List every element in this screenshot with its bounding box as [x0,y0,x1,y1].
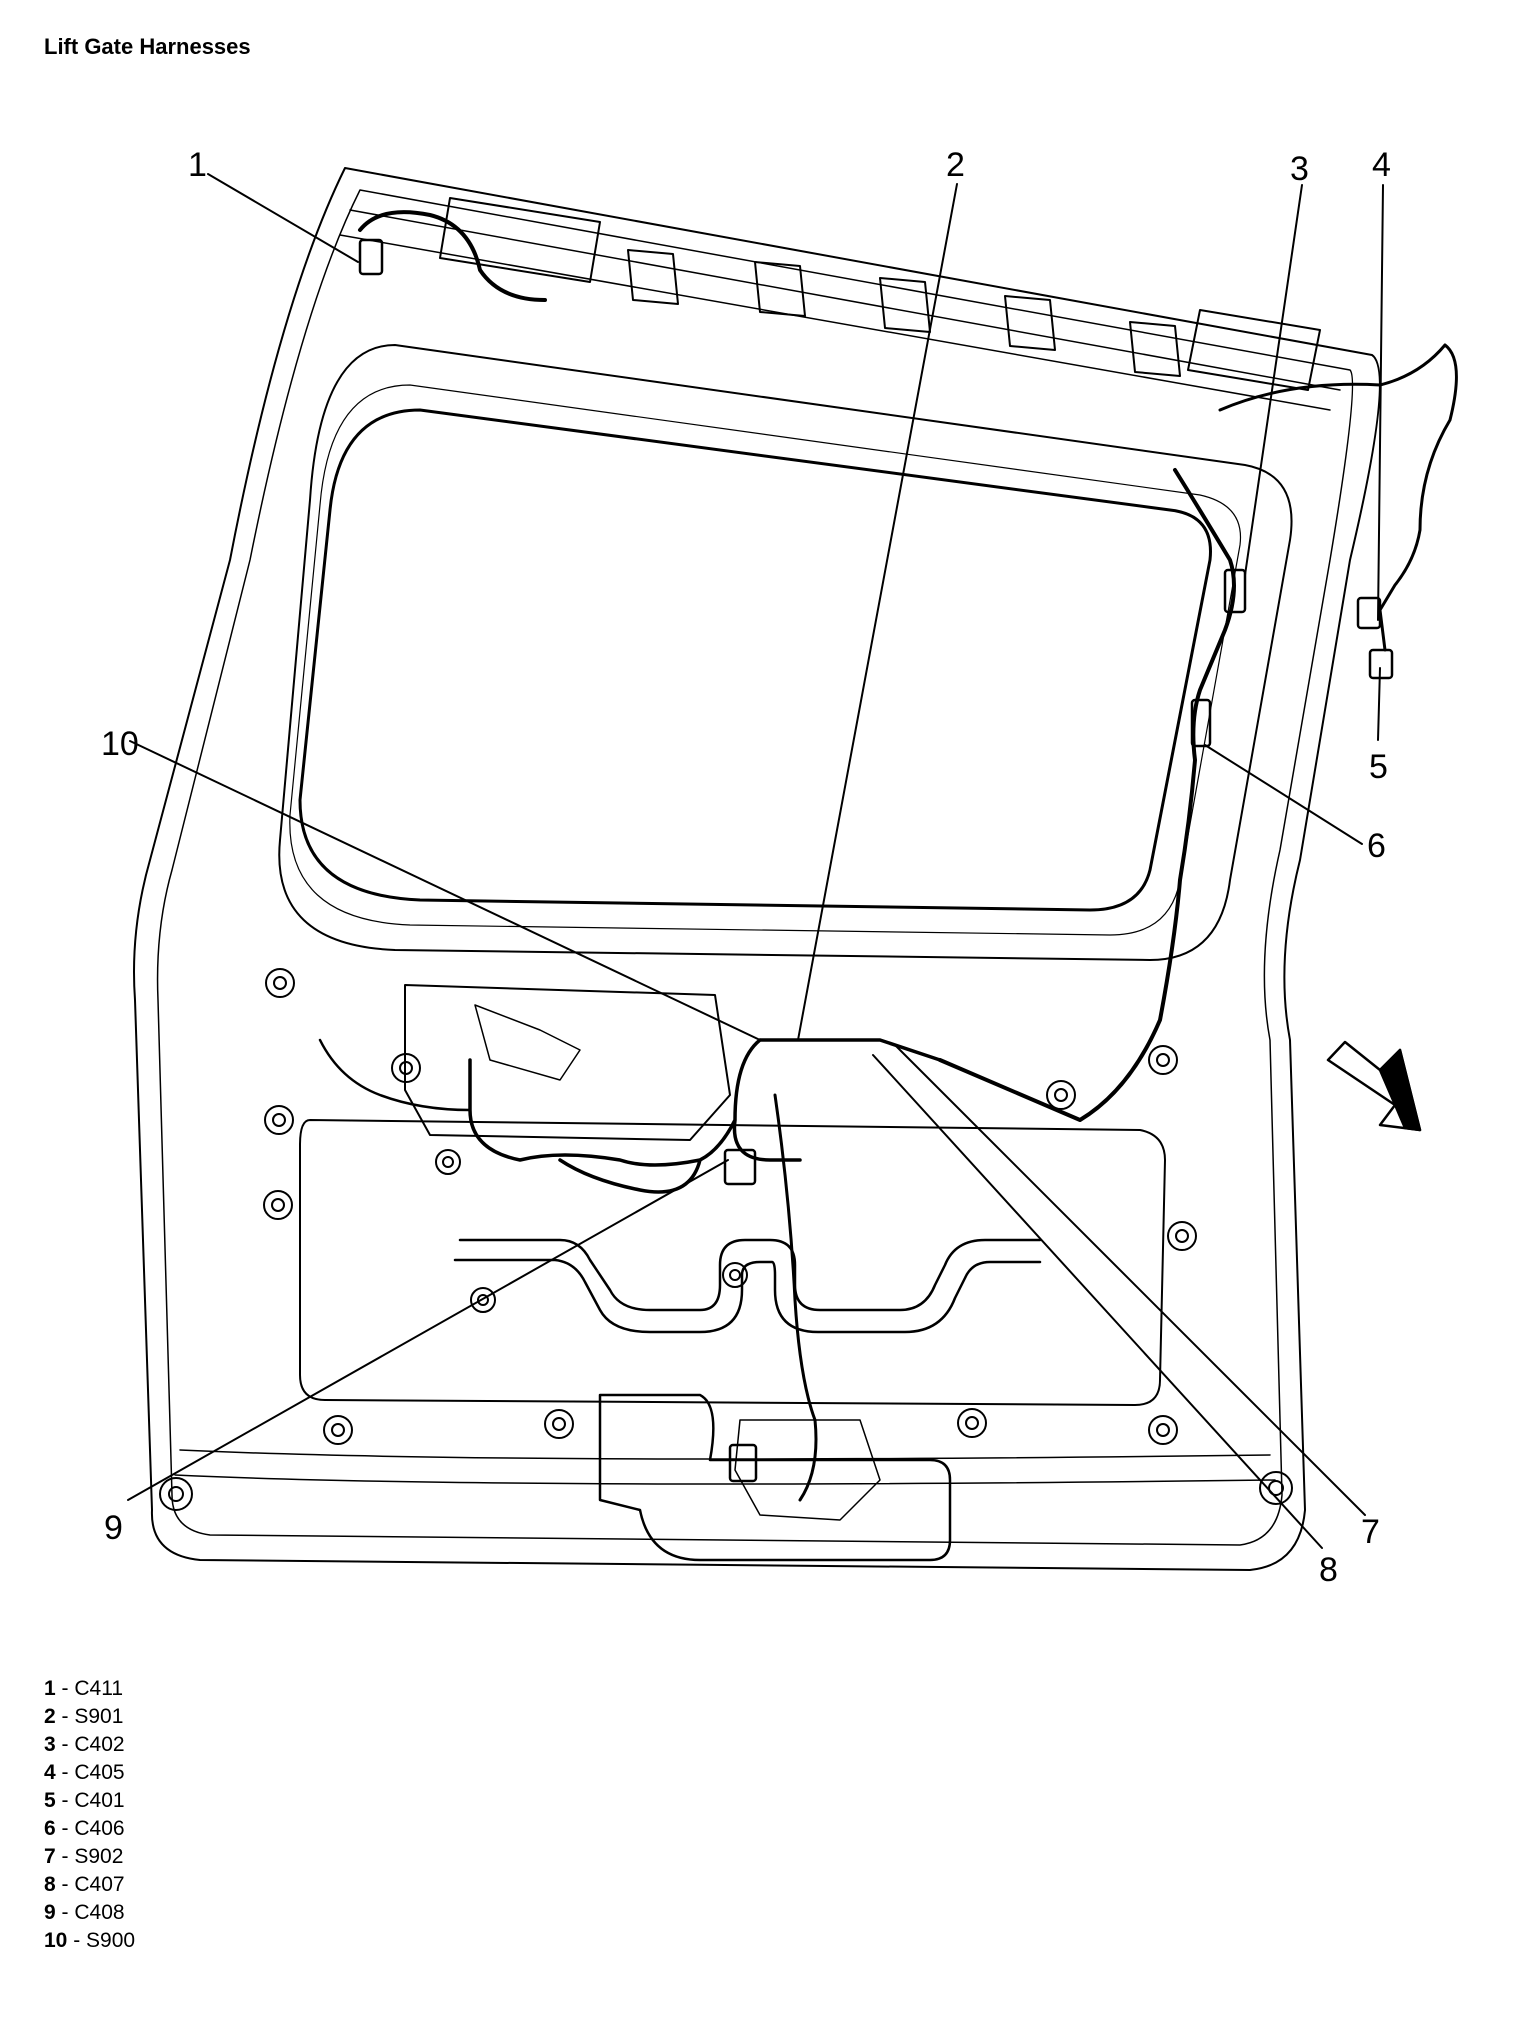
callout-8: 8 [1319,1551,1338,1589]
lower-panel [299,1119,1166,1406]
callout-4: 4 [1372,146,1391,184]
connectors [358,238,1394,1483]
top-rib-slots [439,197,1321,391]
lower-panel-ridge-2 [453,1258,1042,1334]
wiper-motor [474,1004,581,1081]
callout-5: 5 [1369,748,1388,786]
harness-upper-left [358,210,547,302]
callout-6: 6 [1367,827,1386,865]
gate-outer-outline [133,167,1381,1571]
legend-item: 9 - C408 [44,1901,125,1924]
wiper-motor-bracket [404,984,731,1141]
harness-lower-left [318,1038,472,1112]
bottom-sill [174,1449,1276,1485]
legend-item: 2 - S901 [44,1705,124,1728]
top-rib [339,209,1341,411]
legend-item: 10 - S900 [44,1929,136,1952]
callout-3: 3 [1290,150,1309,188]
gate-inner-outline [156,189,1354,1546]
legend-item: 8 - C407 [44,1873,125,1896]
leader-lines [127,173,1384,1549]
legend-item: 6 - C406 [44,1817,125,1840]
window-frame-inner [289,384,1242,936]
legend-item: 5 - C401 [44,1789,125,1812]
callout-10: 10 [101,725,139,763]
lower-panel-ridge [458,1238,1042,1312]
window-glass [298,408,1212,912]
harness-right-exterior [1218,343,1458,652]
page-title: Lift Gate Harnesses [44,34,251,59]
latch-housing [598,1393,952,1562]
mounting-bolts [159,968,1293,1511]
harness-center [468,1038,942,1194]
latch-mechanism [734,1419,881,1521]
callout-9: 9 [104,1509,123,1547]
legend-item: 4 - C405 [44,1761,125,1784]
harness-to-latch [773,1093,818,1502]
callout-2: 2 [946,146,965,184]
front-direction-arrow-shade [1378,1048,1422,1132]
legend-item: 7 - S902 [44,1845,124,1868]
callout-1: 1 [188,146,207,184]
legend: 1 - C411 2 - S901 3 - C402 4 - C405 5 - … [44,1675,135,1955]
legend-item: 1 - C411 [44,1677,124,1700]
harness-upper-right [938,468,1236,1122]
window-frame-outer [278,344,1293,961]
legend-item: 3 - C402 [44,1733,125,1756]
callout-7: 7 [1361,1513,1380,1551]
